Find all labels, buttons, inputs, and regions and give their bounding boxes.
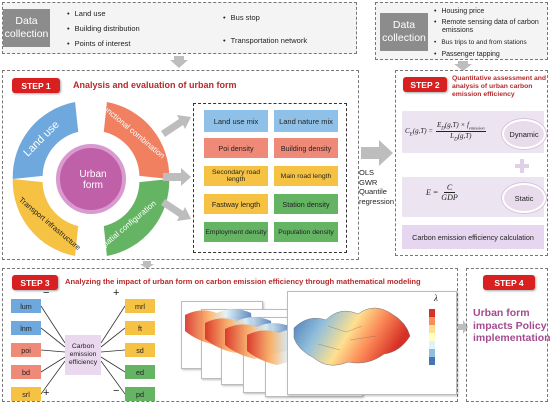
indicator-population-density: Population density bbox=[274, 222, 338, 242]
connector-lines bbox=[41, 305, 125, 395]
data-item: Housing price bbox=[434, 7, 548, 16]
data-item: Building distribution bbox=[67, 24, 140, 33]
indicator-station-density: Station density bbox=[274, 194, 338, 214]
static-equation: E = C GDP bbox=[426, 183, 458, 202]
data-item: Bus trips to and from stations bbox=[434, 38, 548, 47]
eq2-fraction: C GDP bbox=[441, 183, 458, 202]
indicator-main-road-length: Main road length bbox=[274, 166, 338, 186]
data-collection-panel-left: Data collection Land use Building distri… bbox=[2, 2, 357, 54]
data-item: Transportation network bbox=[223, 36, 307, 45]
data-item: Land use bbox=[67, 9, 140, 18]
indicator-land-use-mix: Land use mix bbox=[204, 110, 268, 132]
plus-sign: + bbox=[43, 387, 50, 399]
step3-title: Analyzing the impact of urban form on ca… bbox=[65, 277, 421, 286]
indicator-grid: Land use mix Land nature mix Poi density… bbox=[193, 103, 347, 253]
step2-badge: STEP 2 bbox=[403, 77, 447, 92]
carbon-efficiency-node: Carbon emission efficiency bbox=[65, 335, 101, 375]
arrow-right-icon bbox=[361, 140, 393, 166]
indicator-employment-density: Employment density bbox=[204, 222, 268, 242]
plus-sign: + bbox=[113, 287, 120, 299]
arrow-down-icon bbox=[140, 261, 154, 269]
var-lum: lum bbox=[11, 299, 41, 313]
data-item: Remote sensing data of carbon emissions bbox=[434, 19, 548, 35]
step4-text: Urban form impacts Policy implementation bbox=[473, 307, 550, 344]
indicator-secondary-road-length: Secondary road length bbox=[204, 166, 268, 186]
arrow-right-icon bbox=[161, 199, 191, 221]
eq2-lhs: E = bbox=[426, 188, 439, 197]
var-ft: ft bbox=[125, 321, 155, 335]
var-bd: bd bbox=[11, 365, 41, 379]
var-pd: pd bbox=[125, 387, 155, 401]
eq1-fraction: ED(g,T) × femission LD(g,T) bbox=[436, 121, 486, 143]
minus-sign: − bbox=[43, 287, 50, 299]
var-srl: srl bbox=[11, 387, 41, 401]
legend-symbol: λ bbox=[434, 293, 438, 303]
step2-panel: STEP 2 Quantitative assessment and analy… bbox=[395, 70, 548, 256]
plus-icon bbox=[515, 159, 529, 173]
indicator-land-nature-mix: Land nature mix bbox=[274, 110, 338, 132]
land-use-sector bbox=[12, 102, 79, 179]
arrow-down-icon bbox=[170, 56, 188, 68]
step4-badge: STEP 4 bbox=[483, 275, 535, 290]
urban-form-circle bbox=[56, 144, 126, 214]
urban-form-center-label: Urban form bbox=[79, 169, 107, 191]
dynamic-equation: CE(g,T) = ED(g,T) × femission LD(g,T) bbox=[405, 121, 486, 143]
data-list: Housing price Remote sensing data of car… bbox=[434, 7, 548, 59]
map-legend bbox=[429, 309, 435, 365]
dynamic-badge: Dynamic bbox=[502, 119, 546, 149]
var-ed: ed bbox=[125, 365, 155, 379]
var-sd: sd bbox=[125, 343, 155, 357]
indicator-fastway-length: Fastway length bbox=[204, 194, 268, 214]
step2-title: Quantitative assessment and analysis of … bbox=[452, 75, 547, 98]
indicator-building-density: Building density bbox=[274, 138, 338, 158]
urban-form-diagram bbox=[12, 102, 170, 256]
step1-title: Analysis and evaluation of urban form bbox=[73, 80, 237, 90]
data-item: Points of interest bbox=[67, 39, 140, 48]
data-item: Passenger tapping bbox=[434, 50, 548, 59]
data-collection-label: Data collection bbox=[3, 9, 50, 47]
var-lnm: lnm bbox=[11, 321, 41, 335]
step4-panel: STEP 4 Urban form impacts Policy impleme… bbox=[466, 268, 550, 402]
step1-panel: STEP 1 Analysis and evaluation of urban … bbox=[2, 70, 359, 260]
transport-infrastructure-sector bbox=[12, 179, 79, 256]
data-item: Bus stop bbox=[223, 13, 307, 22]
var-mrl: mrl bbox=[125, 299, 155, 313]
data-list-col1: Land use Building distribution Points of… bbox=[67, 9, 140, 48]
step3-panel: STEP 3 Analyzing the impact of urban for… bbox=[2, 268, 458, 402]
var-poi: poi bbox=[11, 343, 41, 357]
minus-sign: − bbox=[113, 385, 120, 397]
data-collection-panel-right: Data collection Housing price Remote sen… bbox=[375, 2, 548, 60]
functional-combination-sector bbox=[103, 102, 170, 179]
spatial-configuration-sector bbox=[103, 179, 170, 256]
step3-badge: STEP 3 bbox=[12, 275, 58, 290]
map-front-shape bbox=[293, 307, 411, 366]
step1-badge: STEP 1 bbox=[12, 78, 60, 93]
arrow-right-icon bbox=[161, 115, 191, 137]
data-collection-label: Data collection bbox=[380, 13, 428, 51]
arrow-down-icon bbox=[454, 61, 472, 71]
static-badge: Static bbox=[502, 183, 546, 213]
result-map-front bbox=[287, 291, 457, 395]
eq1-lhs: CE(g,T) = bbox=[405, 126, 434, 138]
data-list-col2: Bus stop Transportation network bbox=[223, 13, 307, 45]
efficiency-calculation-box: Carbon emission efficiency calculation bbox=[402, 225, 544, 249]
arrow-right-icon bbox=[163, 168, 191, 186]
methods-label: OLS GWR Quantile regression bbox=[359, 168, 395, 206]
arrow-right-icon bbox=[458, 320, 468, 334]
indicator-poi-density: Poi density bbox=[204, 138, 268, 158]
